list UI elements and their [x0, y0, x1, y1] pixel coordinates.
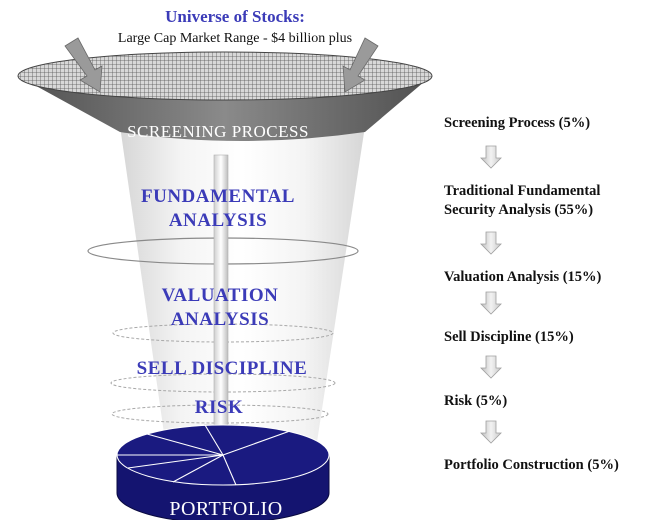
portfolio-pie — [116, 424, 330, 520]
screening-band-label: SCREENING PROCESS — [127, 122, 309, 141]
process-step: Traditional Fundamental Security Analysi… — [444, 183, 601, 218]
funnel-body — [120, 126, 365, 475]
stage-fundamental-line1: FUNDAMENTAL — [141, 186, 295, 207]
stage-risk: RISK — [195, 397, 243, 418]
stage-valuation-line2: ANALYSIS — [171, 309, 269, 330]
universe-title: Universe of Stocks: — [165, 7, 305, 26]
step-arrow — [480, 291, 502, 315]
process-step: Screening Process (5%) — [444, 115, 591, 131]
stage-sell-discipline: SELL DISCIPLINE — [137, 358, 308, 379]
process-step: Risk (5%) — [444, 393, 508, 409]
step-arrow — [480, 420, 502, 444]
stage-valuation-line1: VALUATION — [162, 285, 279, 306]
funnel-top-rim — [17, 51, 433, 101]
incoming-arrow-right — [342, 37, 379, 93]
process-step: Valuation Analysis (15%) — [444, 269, 602, 285]
stage-divider — [110, 373, 336, 393]
incoming-arrow-left — [64, 37, 103, 93]
process-step: Portfolio Construction (5%) — [444, 457, 619, 473]
screening-band — [18, 76, 431, 141]
step-arrow — [480, 231, 502, 255]
process-step: Sell Discipline (15%) — [444, 329, 574, 345]
stage-fundamental-line2: ANALYSIS — [169, 210, 267, 231]
portfolio-label: PORTFOLIO — [169, 498, 282, 520]
step-arrow — [480, 145, 502, 169]
step-arrow — [480, 355, 502, 379]
universe-subtitle: Large Cap Market Range - $4 billion plus — [117, 31, 353, 46]
